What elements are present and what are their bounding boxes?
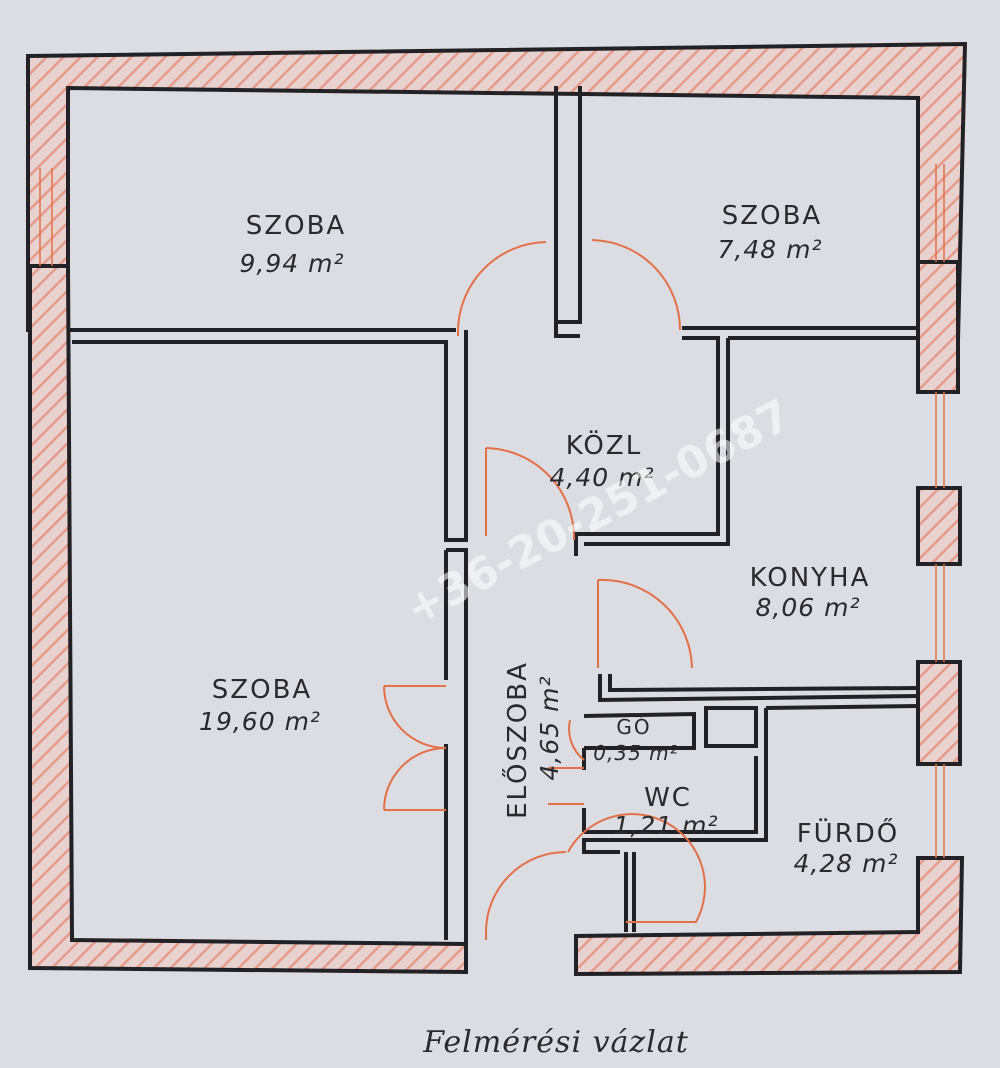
room-area-konyha: 8,06 m² — [756, 593, 861, 622]
room-area-eloszoba: 4,65 m² — [535, 676, 564, 781]
room-name-konyha: KONYHA — [750, 563, 871, 593]
room-name-szoba-top-right: SZOBA — [722, 201, 822, 231]
room-name-szoba-top-left: SZOBA — [246, 211, 346, 241]
door-swing-top-left — [457, 241, 547, 336]
room-name-gardrob: GÓ — [616, 715, 651, 739]
door-swing-furdo — [567, 813, 706, 923]
exterior-wall-right-c — [916, 660, 962, 766]
room-name-eloszoba: ELŐSZOBA — [501, 661, 533, 819]
room-name-szoba-large: SZOBA — [212, 675, 312, 705]
door-swing-kozl — [485, 447, 576, 541]
diagram-caption: Felmérési vázlat — [422, 1025, 689, 1060]
room-area-wc: 1,21 m² — [614, 811, 719, 840]
door-swing-top-right — [591, 239, 681, 331]
exterior-wall-bottom-right — [574, 856, 965, 977]
room-area-kozl: 4,40 m² — [550, 463, 655, 492]
door-swing-entrance — [485, 851, 567, 940]
door-swing-konyha — [597, 578, 693, 669]
door-swing-wc — [548, 767, 584, 805]
windows — [39, 164, 945, 858]
room-area-gardrob: 0,35 m² — [593, 741, 678, 765]
doors — [383, 239, 706, 940]
interior-walls — [68, 86, 919, 944]
door-swing-szoba-a — [383, 685, 447, 749]
room-area-furdo: 4,28 m² — [794, 849, 899, 878]
exterior-wall-right-b — [916, 486, 962, 566]
door-swing-go — [568, 719, 585, 761]
room-name-kozl: KÖZL — [566, 429, 642, 461]
room-name-furdo: FÜRDŐ — [797, 817, 900, 849]
exterior-wall-right-a — [916, 260, 960, 394]
room-name-wc: WC — [644, 783, 692, 813]
room-area-szoba-top-left: 9,94 m² — [240, 249, 345, 278]
room-area-szoba-top-right: 7,48 m² — [718, 235, 823, 264]
door-swing-szoba-b — [383, 747, 447, 811]
room-labels: SZOBA 9,94 m² SZOBA 7,48 m² KÖZL 4,40 m²… — [199, 201, 900, 878]
room-area-szoba-large: 19,60 m² — [199, 707, 321, 736]
